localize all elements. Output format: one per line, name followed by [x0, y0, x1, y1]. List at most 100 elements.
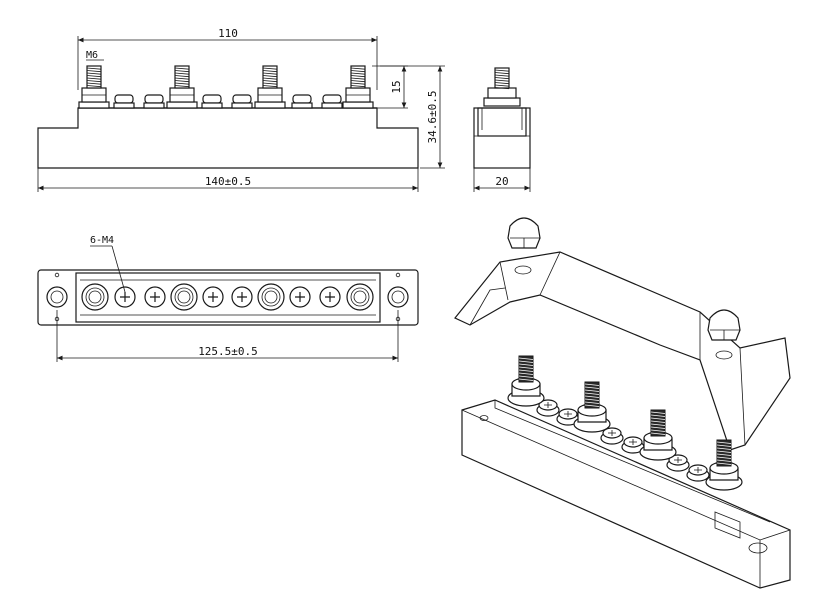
iso-stud-thread-line	[650, 423, 666, 426]
top-screw-head	[144, 286, 166, 308]
iso-screw-cross	[544, 402, 552, 408]
iso-stud-thread-line	[518, 375, 534, 378]
top-stud-core	[353, 290, 367, 304]
top-stud-washer	[257, 283, 285, 311]
front-stud-thread-line	[86, 72, 102, 75]
front-stud-thread-line	[86, 80, 102, 83]
iso-stud-thread-line	[518, 360, 534, 363]
iso-stud-shank	[716, 439, 732, 467]
dim-thread-label: M6	[86, 50, 98, 61]
front-stud-thread-line	[174, 72, 190, 75]
iso-base	[461, 399, 791, 589]
side-stud-thread-line	[494, 74, 510, 77]
top-view: 6-M4 125.5±0.5	[37, 235, 419, 362]
top-screw-cross	[325, 292, 335, 302]
top-screw-head	[231, 286, 253, 308]
iso-stud-thread-line	[584, 398, 600, 401]
dim-top-width: 110	[218, 27, 238, 40]
front-screw-head	[114, 94, 134, 104]
iso-stud-thread-line	[584, 383, 600, 386]
side-stud-thread-line	[494, 79, 510, 82]
front-stud-thread-line	[86, 85, 102, 88]
top-stud-hole	[261, 287, 281, 307]
iso-stud-thread-line	[716, 441, 732, 444]
front-stud-thread-line	[262, 82, 278, 85]
iso-stud-thread-line	[716, 453, 732, 456]
front-stud-thread-line	[174, 77, 190, 80]
iso-stud-thread-line	[518, 366, 534, 369]
side-stud-thread-line	[494, 82, 510, 85]
front-stud-thread-line	[350, 70, 366, 73]
iso-stud-shank	[584, 381, 600, 409]
side-stud-thread-line	[494, 87, 510, 90]
front-stud-thread-line	[174, 70, 190, 73]
iso-screw-cross	[564, 411, 572, 417]
top-screw-cross	[150, 292, 160, 302]
iso-stud-thread-line	[584, 389, 600, 392]
front-screw-washer	[201, 102, 223, 109]
top-screw-head	[202, 286, 224, 308]
front-stud-thread-line	[86, 67, 102, 70]
front-screw-heads	[113, 94, 343, 109]
iso-stud-thread-line	[716, 447, 732, 450]
iso-stud-thread-line	[584, 392, 600, 395]
iso-stud-thread-line	[584, 401, 600, 404]
front-screw-head	[202, 94, 222, 104]
dim-hole-spacing: 125.5±0.5	[198, 345, 258, 358]
iso-screw-cross	[674, 457, 682, 463]
front-stud-thread-line	[174, 80, 190, 83]
front-stud-thread-line	[262, 75, 278, 78]
front-stud-washer	[78, 101, 110, 109]
iso-screw-cross	[694, 467, 702, 473]
iso-stud-thread-line	[518, 363, 534, 366]
top-screw-cross	[120, 292, 130, 302]
top-stud-washer	[170, 283, 198, 311]
dim-screw-callout: 6-M4	[90, 235, 114, 246]
front-screw-head	[144, 94, 164, 104]
front-stud-thread-line	[262, 85, 278, 88]
iso-stud-thread-line	[650, 417, 666, 420]
iso-stud-thread-line	[518, 357, 534, 360]
dim-stud-height: 15	[390, 80, 403, 93]
iso-stud-shank	[650, 409, 666, 437]
isometric-view	[454, 217, 791, 589]
front-screw-washer	[113, 102, 135, 109]
top-stud-core	[264, 290, 278, 304]
side-stud-thread-line	[494, 84, 510, 87]
iso-stud-thread-line	[518, 369, 534, 372]
iso-stud-thread-line	[518, 378, 534, 381]
side-stud-thread-line	[494, 69, 510, 72]
top-screw-cross	[237, 292, 247, 302]
front-stud-thread-line	[262, 80, 278, 83]
front-stud-thread-line	[86, 77, 102, 80]
front-screw-washer	[291, 102, 313, 109]
top-stud-washer	[81, 283, 109, 311]
top-screw-cross	[295, 292, 305, 302]
front-view: 110 M6 15 34.6±0.5 140±0.5	[37, 27, 445, 192]
front-stud-thread-line	[350, 82, 366, 85]
iso-stud-thread-line	[716, 444, 732, 447]
iso-stud-thread-line	[716, 459, 732, 462]
iso-terminals	[507, 355, 743, 491]
iso-stud-thread-line	[584, 404, 600, 407]
top-stud-washer	[346, 283, 374, 311]
iso-cover	[454, 217, 791, 451]
front-stud-thread-line	[350, 67, 366, 70]
front-screw-head	[292, 94, 312, 104]
front-stud-thread-line	[262, 72, 278, 75]
side-view: 20	[473, 67, 531, 192]
front-stud-thread-line	[350, 75, 366, 78]
iso-stud-thread-line	[650, 411, 666, 414]
top-screw-cross	[208, 292, 218, 302]
side-stud-thread-line	[494, 77, 510, 80]
front-stud-washer	[342, 101, 374, 109]
top-screw-head	[319, 286, 341, 308]
iso-screw-cross	[608, 430, 616, 436]
front-screw-head	[232, 94, 252, 104]
front-stud-washer	[254, 101, 286, 109]
top-stud-core	[88, 290, 102, 304]
top-screw-head	[289, 286, 311, 308]
front-stud-thread-line	[262, 67, 278, 70]
top-screw-head	[114, 286, 136, 308]
dim-side-width: 20	[495, 175, 508, 188]
